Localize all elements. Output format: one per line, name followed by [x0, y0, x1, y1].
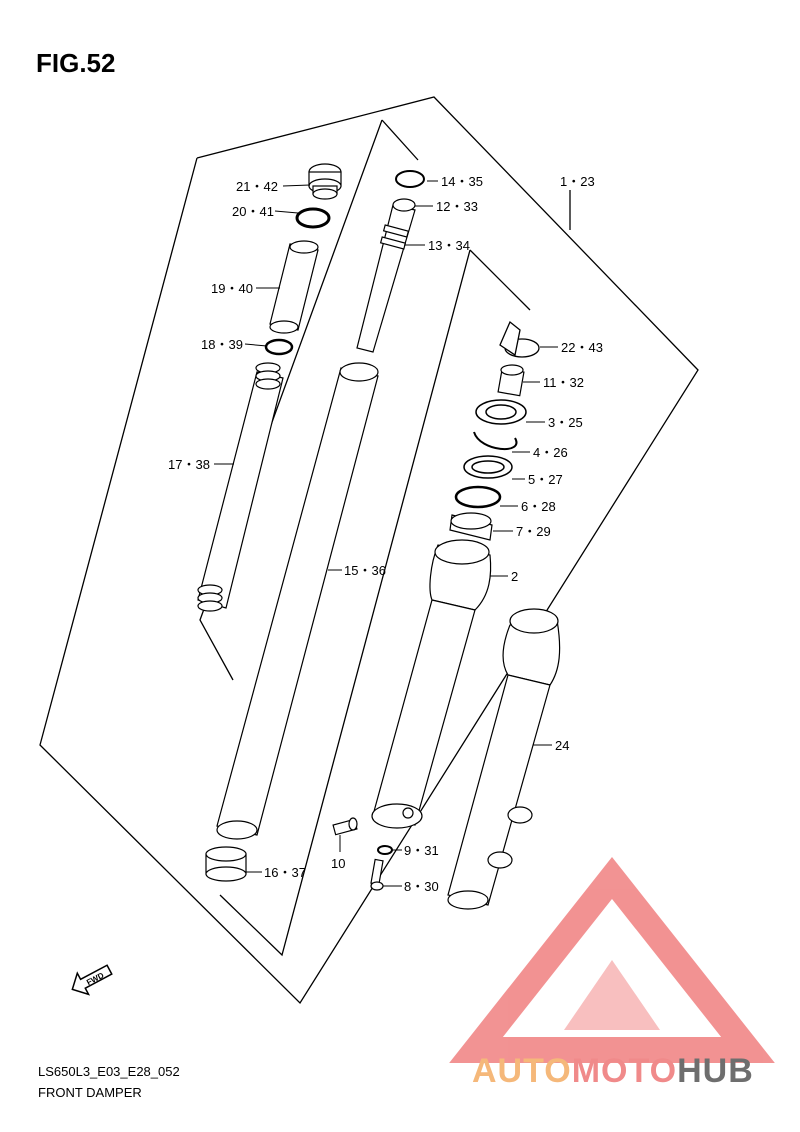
diagram-code: LS650L3_E03_E28_052	[38, 1064, 180, 1079]
callout-19-40: 19・40	[211, 281, 253, 296]
callout-14-35: 14・35	[441, 174, 483, 189]
brand-wordmark: AUTOMOTOHUB	[472, 1052, 754, 1091]
figure-title: FIG.52	[36, 48, 116, 78]
part-inner-tube	[216, 362, 379, 840]
outer-frame-line	[39, 96, 699, 1005]
part-o-ring	[295, 207, 331, 229]
part-bolt-8	[370, 858, 384, 891]
inner-frame-left	[381, 119, 419, 161]
part-circlip	[473, 431, 518, 450]
part-damper-rod	[356, 198, 416, 353]
part-bushing	[205, 846, 247, 882]
inner-frame-left	[199, 119, 383, 681]
callout-12-33: 12・33	[436, 199, 478, 214]
part-spring	[197, 362, 284, 612]
callout-13-34: 13・34	[428, 238, 470, 253]
part-washer	[264, 338, 294, 356]
callout-20-41: 20・41	[232, 204, 274, 219]
part-dust-seal	[499, 320, 540, 358]
part-guide-metal	[454, 485, 502, 509]
part-bush-7	[449, 512, 493, 541]
callout-1-23: 1・23	[560, 174, 595, 189]
inner-frame-mid	[219, 249, 471, 957]
part-oil-seal	[475, 399, 527, 425]
callout-9-31: 9・31	[404, 843, 439, 858]
callout-8-30: 8・30	[404, 879, 439, 894]
diagram-name: FRONT DAMPER	[38, 1085, 142, 1100]
part-slide-metal	[497, 364, 525, 397]
part-outer-tube	[371, 539, 492, 829]
part-outer-tube-24	[447, 608, 561, 910]
brand-part-1: AUTO	[472, 1052, 572, 1090]
part-washer-5	[463, 455, 513, 479]
callout-3-25: 3・25	[548, 415, 583, 430]
brand-part-2: MOTO	[571, 1052, 678, 1090]
callout-5-27: 5・27	[528, 472, 563, 487]
fwd-arrow-icon: FWD	[71, 964, 113, 996]
callout-15-36: 15・36	[344, 563, 386, 578]
callout-4-26: 4・26	[533, 445, 568, 460]
callout-17-38: 17・38	[168, 457, 210, 472]
callout-10: 10	[331, 856, 345, 871]
part-ring	[395, 170, 425, 188]
brand-logo-icon	[449, 857, 775, 1063]
brand-part-3: HUB	[677, 1052, 754, 1090]
part-gasket-9	[377, 845, 393, 855]
callout-24: 24	[555, 738, 569, 753]
callout-18-39: 18・39	[201, 337, 243, 352]
inner-frame-right	[550, 415, 598, 930]
part-spacer	[269, 240, 319, 334]
inner-frame-mid	[469, 249, 531, 311]
callout-11-32: 11・32	[543, 375, 584, 390]
callout-21-42: 21・42	[236, 179, 278, 194]
part-cap-bolt	[308, 163, 342, 200]
callout-7-29: 7・29	[516, 524, 551, 539]
callout-16-37: 16・37	[264, 865, 306, 880]
callout-22-43: 22・43	[561, 340, 603, 355]
part-bolt-10	[332, 817, 358, 836]
callout-6-28: 6・28	[521, 499, 556, 514]
callout-2: 2	[511, 569, 518, 584]
